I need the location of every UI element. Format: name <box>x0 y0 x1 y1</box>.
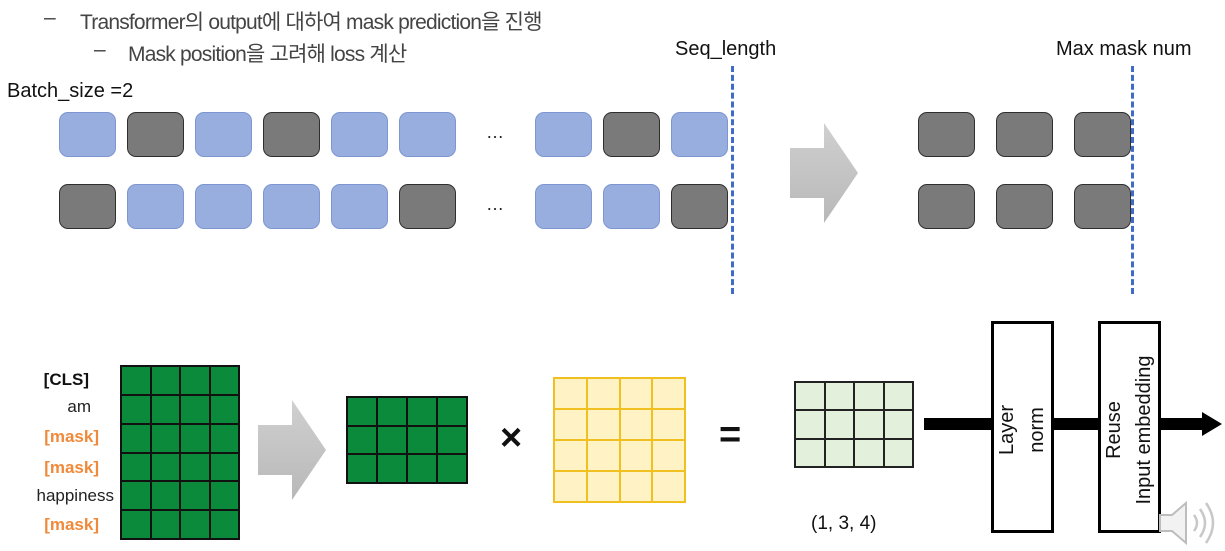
weight-matrix <box>553 377 686 503</box>
token-box <box>195 184 252 229</box>
right-arrow-icon <box>790 123 858 223</box>
token-box <box>127 184 184 229</box>
layer-norm-line-1: Layer <box>996 404 1018 456</box>
token-word-list: [CLS] am [mask] [mask] happiness [mask] <box>0 370 116 540</box>
token-word: [mask] <box>44 515 99 534</box>
speaker-icon[interactable] <box>1156 497 1222 549</box>
token-box <box>127 112 184 157</box>
result-matrix <box>794 381 914 468</box>
token-box <box>399 184 456 229</box>
token-box <box>671 112 728 157</box>
token-box <box>603 112 660 157</box>
bullet-dash-1: – <box>44 6 56 29</box>
bullet-line-2: Mask position을 고려해 loss 계산 <box>128 43 407 66</box>
token-box <box>59 184 116 229</box>
shape-label: (1, 3, 4) <box>811 513 877 534</box>
token-word: happiness <box>36 486 114 505</box>
reuse-line-2: Input embedding <box>1133 355 1155 505</box>
bullet-dash-2: – <box>94 38 106 61</box>
ellipsis-1: … <box>486 122 504 142</box>
masked-token-box <box>1074 112 1131 157</box>
equals-operator: = <box>719 414 742 456</box>
masked-token-box <box>996 184 1053 229</box>
masked-token-box <box>918 112 975 157</box>
token-word: [mask] <box>44 458 99 477</box>
ellipsis-2: … <box>486 194 504 214</box>
masked-token-box <box>1074 184 1131 229</box>
token-box <box>195 112 252 157</box>
reuse-embedding-label: Reuse Input embedding <box>1099 327 1159 533</box>
layer-norm-label: Layer norm <box>992 327 1052 533</box>
reuse-embedding-block: Reuse Input embedding <box>1098 321 1161 533</box>
layer-norm-line-2: norm <box>1026 407 1048 453</box>
token-box <box>331 184 388 229</box>
max-mask-num-label: Max mask num <box>1056 38 1192 60</box>
token-box <box>671 184 728 229</box>
token-word: [CLS] <box>43 370 89 389</box>
reuse-line-1: Reuse <box>1103 401 1125 459</box>
right-arrow-icon <box>258 400 326 500</box>
masked-token-box <box>918 184 975 229</box>
token-box <box>603 184 660 229</box>
token-box <box>59 112 116 157</box>
seq-length-dashed-line <box>731 66 734 294</box>
token-word: [mask] <box>44 427 99 446</box>
masked-token-box <box>996 112 1053 157</box>
max-mask-dashed-line <box>1131 66 1134 294</box>
bullet-line-1: Transformer의 output에 대하여 mask prediction… <box>80 11 543 34</box>
token-box <box>331 112 388 157</box>
token-box <box>535 112 592 157</box>
token-box <box>399 112 456 157</box>
token-box <box>535 184 592 229</box>
seq-length-label: Seq_length <box>675 38 777 60</box>
output-matrix <box>120 365 240 540</box>
batch-size-label: Batch_size =2 <box>7 80 134 102</box>
flow-arrow-icon <box>924 412 1222 436</box>
token-box <box>263 184 320 229</box>
masked-output-matrix <box>346 396 468 484</box>
times-operator: × <box>500 417 523 459</box>
layer-norm-block: Layer norm <box>991 321 1054 533</box>
token-word: am <box>67 397 91 416</box>
token-box <box>263 112 320 157</box>
